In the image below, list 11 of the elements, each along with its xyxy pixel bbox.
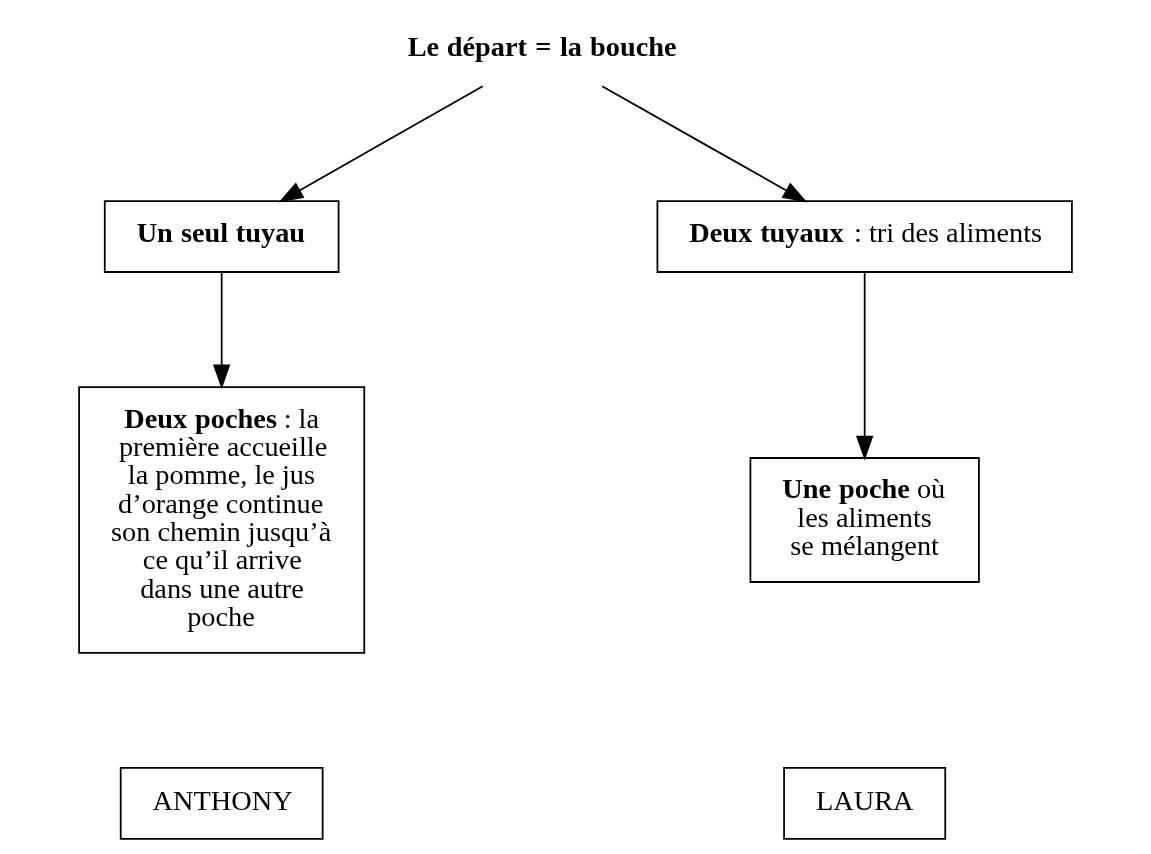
node-box: LAURA <box>783 767 947 840</box>
node-text: Le départ = la bouche <box>407 30 677 62</box>
node-box: Un seul tuyau <box>103 200 340 273</box>
arrow <box>213 271 231 390</box>
node-box: Une poche où les aliments se mélangent <box>749 457 980 583</box>
node-box: Deux tuyaux : tri des aliments <box>656 200 1073 273</box>
arrow <box>601 85 808 203</box>
arrow <box>278 85 484 203</box>
node-box: ANTHONY <box>119 767 324 840</box>
node-box: Deux poches : la première accueille la pomme, le jus d’orange continue son chemin jusqu’à ce qu’il arrive dans une autre poche <box>78 386 366 654</box>
arrow <box>856 271 874 461</box>
